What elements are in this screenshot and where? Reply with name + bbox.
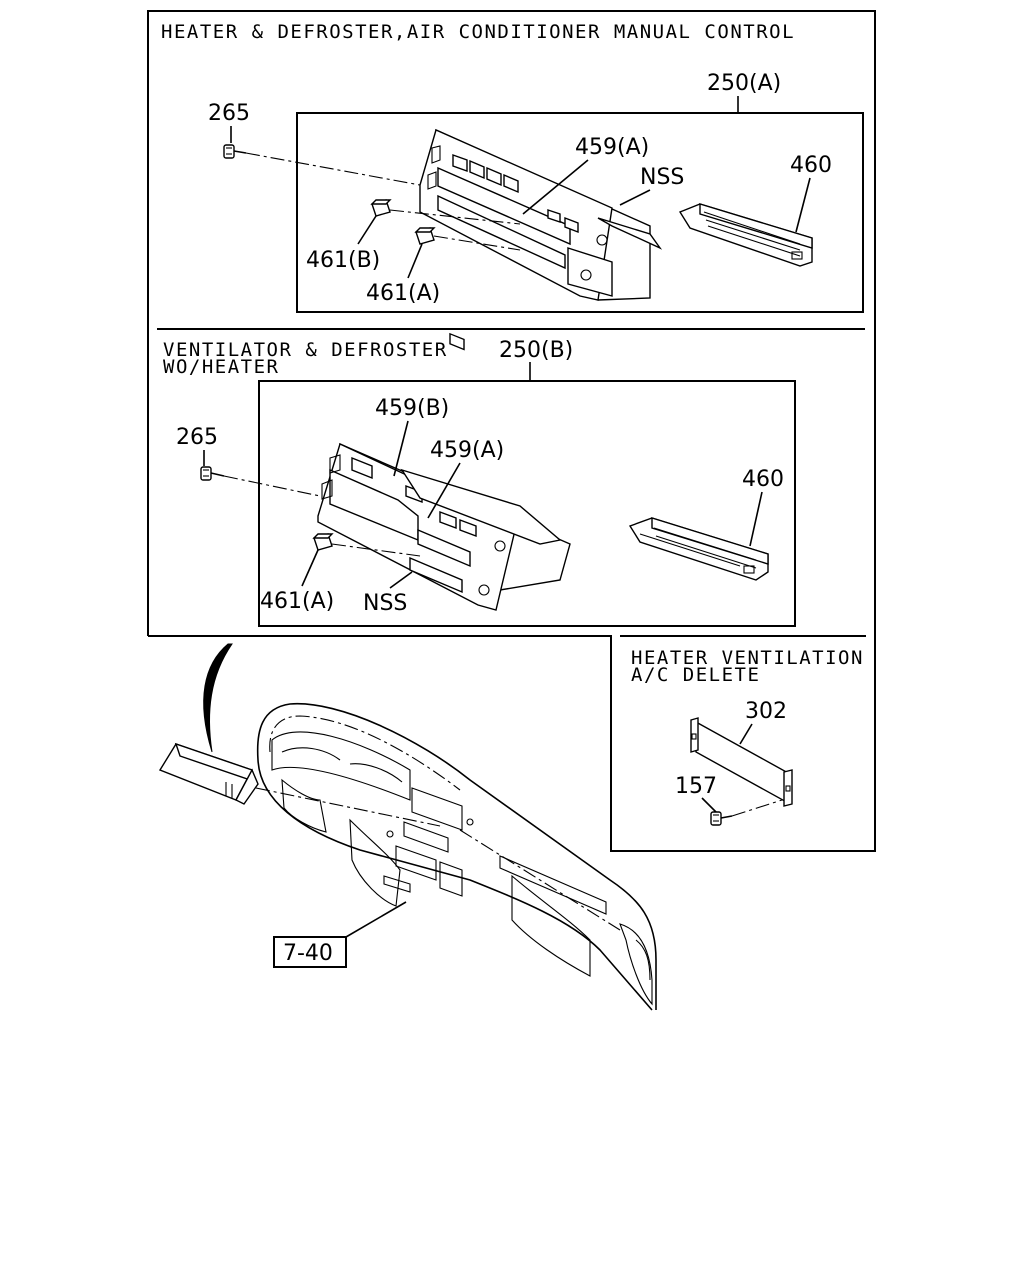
callout-459a-top: 459(A) (575, 135, 649, 160)
bulb-461a-icon (414, 227, 436, 245)
section-ac-delete: HEATER VENTILATION A/C DELETE 302 157 (631, 647, 864, 826)
screw-265-icon (223, 144, 247, 159)
callout-461a-mid: 461(A) (260, 589, 334, 614)
assembly-box-250a (296, 112, 864, 313)
callout-460-top: 460 (790, 153, 832, 178)
section-title-delete-line2: A/C DELETE (631, 664, 760, 686)
bulb-461b-icon (370, 199, 392, 217)
assembly-box-250b (258, 380, 796, 627)
reference-7-40: 7-40 (273, 901, 407, 968)
callout-461b: 461(B) (306, 248, 380, 273)
callout-250a: 250(A) (707, 71, 781, 96)
section-manual-control: HEATER & DEFROSTER,AIR CONDITIONER MANUA… (161, 21, 864, 351)
screw-157-icon (710, 811, 733, 826)
section-title-delete-line1: HEATER VENTILATION (631, 647, 864, 669)
blower-module-460-icon (678, 203, 813, 267)
blank-panel-302-icon (690, 717, 793, 807)
control-head-250b (317, 442, 571, 611)
callout-461a-top: 461(A) (366, 281, 440, 306)
callout-302: 302 (745, 699, 787, 724)
callout-459b: 459(B) (375, 396, 449, 421)
reference-label: 7-40 (283, 941, 333, 966)
callout-250b: 250(B) (499, 338, 573, 363)
control-head-250a (419, 128, 663, 351)
callout-265-top: 265 (208, 101, 250, 126)
section-title-ventilator-line1: VENTILATOR & DEFROSTER (163, 339, 448, 361)
section-title-manual-control: HEATER & DEFROSTER,AIR CONDITIONER MANUA… (161, 21, 795, 43)
dashboard-overview (158, 643, 657, 1011)
section-title-ventilator-line2: WO/HEATER (163, 356, 279, 378)
callout-459a-mid: 459(A) (430, 438, 504, 463)
callout-265-mid: 265 (176, 425, 218, 450)
callout-157: 157 (675, 774, 717, 799)
blower-module-460-icon (628, 517, 769, 581)
callout-460-mid: 460 (742, 467, 784, 492)
bulb-461a-icon (312, 533, 334, 551)
outer-frame (147, 10, 876, 852)
control-unit-icon (158, 742, 259, 805)
screw-265-icon (200, 466, 225, 481)
section-ventilator: VENTILATOR & DEFROSTER WO/HEATER 250(B) … (163, 338, 796, 627)
curved-arrow-icon (203, 643, 233, 753)
callout-nss-mid: NSS (363, 591, 407, 616)
callout-nss-top: NSS (640, 165, 684, 190)
